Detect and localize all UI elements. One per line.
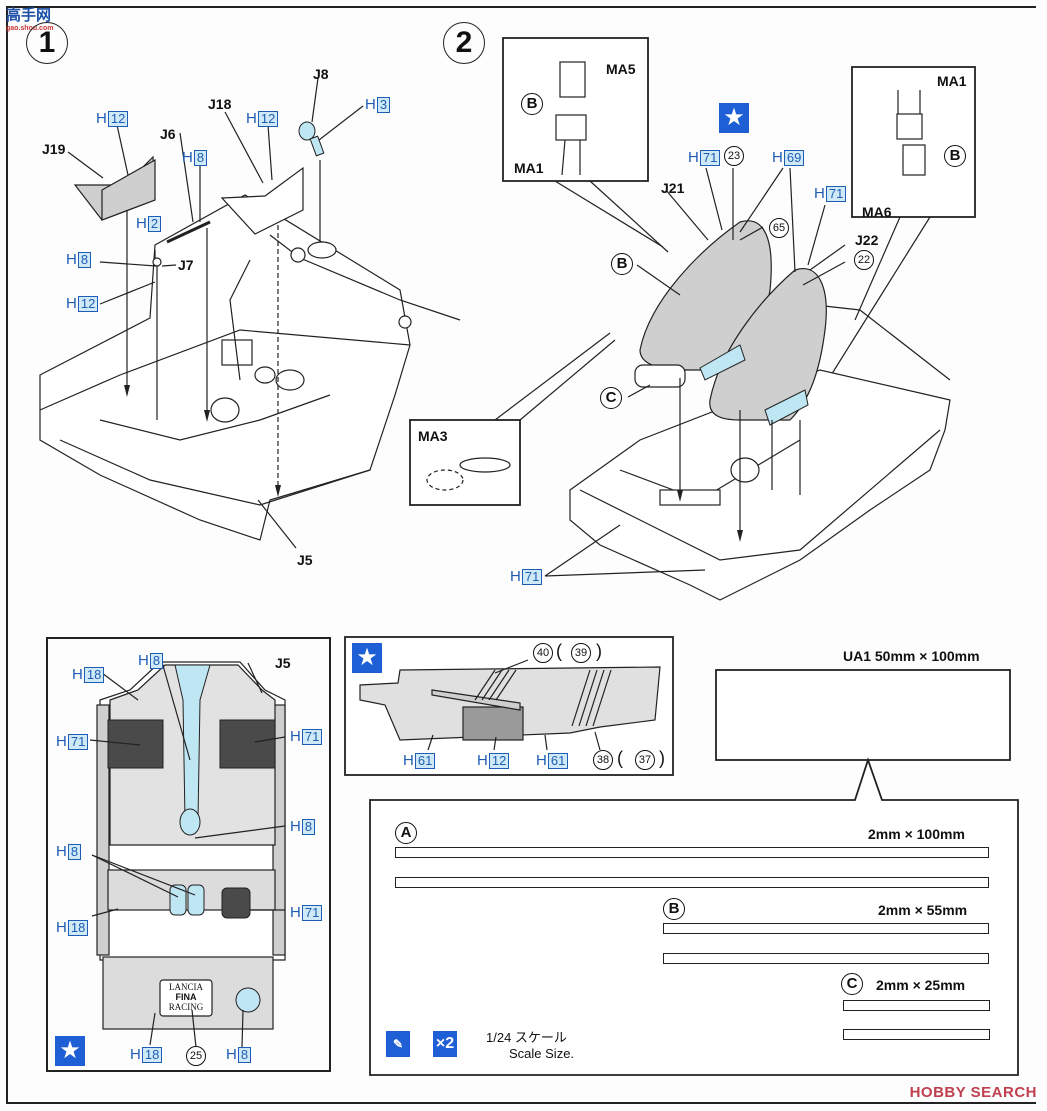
strip-c-2 (843, 1029, 990, 1040)
inset-label-ma3: MA3 (418, 428, 448, 444)
decal-37: 37 (635, 750, 655, 770)
inset-label-ma6: MA6 (862, 204, 892, 220)
inset-label-ma1-left: MA1 (514, 160, 544, 176)
step2-inset-seatbelt-right (807, 66, 976, 413)
paren-open-bottom: ( (617, 748, 623, 768)
multiplier-badge: ×2 (433, 1031, 457, 1057)
decal-38: 38 (593, 750, 613, 770)
inset-label-b-right: B (944, 145, 966, 167)
part-label-j18: J18 (208, 96, 232, 112)
strip-a-1 (395, 847, 989, 858)
hobby-search-watermark: HOBBY SEARCH (909, 1084, 1037, 1101)
star-icon-side: ★ (352, 643, 382, 673)
lancia-fina-plate: LANCIA FINA RACING (160, 982, 212, 1012)
inset-label-ma5: MA5 (606, 61, 636, 77)
site-logo-text: 高手网 (6, 7, 52, 24)
step2-tub-drawing (544, 167, 951, 601)
strip-c-1 (843, 1000, 990, 1011)
decal-40: 40 (533, 643, 553, 663)
floor-detail-drawing (89, 661, 286, 1048)
strip-letter-a: A (395, 822, 417, 844)
belt-label-b: B (611, 253, 633, 275)
part-label-j19: J19 (42, 141, 66, 157)
paren-close-bottom: ) (659, 748, 665, 768)
cut-tool-icon: ✎ (386, 1031, 410, 1057)
paren-close-top: ) (596, 641, 602, 661)
step2-inset-seatbelt-left (502, 37, 669, 253)
part-label-j22: J22 (855, 232, 879, 248)
plate-line-3: RACING (168, 1002, 204, 1012)
plate-line-2: FINA (175, 992, 197, 1002)
cutting-guide-drawing (369, 669, 1019, 1076)
step1-tub-drawing (39, 77, 461, 549)
page-frame (6, 6, 1036, 1104)
part-label-j5: J5 (297, 552, 313, 568)
part-label-j21: J21 (661, 180, 685, 196)
site-logo: 高手网 gao.shou.com (6, 4, 53, 32)
strip-size-a: 2mm × 100mm (868, 826, 965, 842)
strip-letter-b: B (663, 898, 685, 920)
part-label-j7: J7 (178, 257, 194, 273)
side-detail-drawing (344, 636, 674, 776)
paren-open-top: ( (556, 641, 562, 661)
inset-label-b-left: B (521, 93, 543, 115)
decal-23: 23 (724, 146, 744, 166)
plate-line-1: LANCIA (169, 982, 203, 992)
scale-label-en: Scale Size. (509, 1046, 575, 1061)
ua1-size-label: UA1 50mm × 100mm (843, 648, 980, 664)
part-label-j8: J8 (313, 66, 329, 82)
strip-a-2 (395, 877, 989, 888)
floor-label-j5: J5 (275, 655, 291, 671)
belt-label-c: C (600, 387, 622, 409)
step2-inset-ma3 (409, 332, 616, 506)
star-icon-step2: ★ (719, 103, 749, 133)
strip-b-1 (663, 923, 989, 934)
strip-letter-c: C (841, 973, 863, 995)
inset-label-ma1-right: MA1 (937, 73, 967, 89)
step-2-marker: 2 (443, 22, 485, 64)
part-label-j6: J6 (160, 126, 176, 142)
floor-detail-panel (46, 637, 331, 1072)
decal-65: 65 (769, 218, 789, 238)
scale-label-jp: 1/24 スケール (486, 1030, 567, 1045)
strip-b-2 (663, 953, 989, 964)
decal-25: 25 (186, 1046, 206, 1066)
star-icon-floor: ★ (55, 1036, 85, 1066)
strip-size-b: 2mm × 55mm (878, 902, 968, 918)
strip-size-c: 2mm × 25mm (876, 977, 966, 993)
decal-22: 22 (854, 250, 874, 270)
step-1-marker: 1 (26, 22, 68, 64)
decal-39: 39 (571, 643, 591, 663)
site-logo-url: gao.shou.com (6, 25, 54, 32)
